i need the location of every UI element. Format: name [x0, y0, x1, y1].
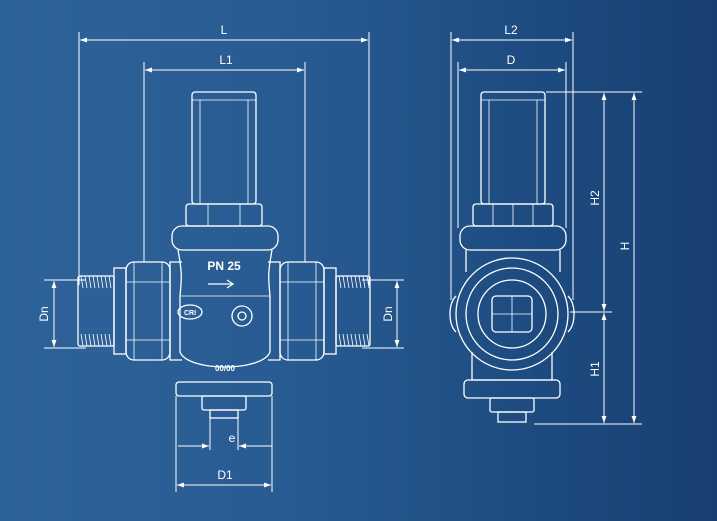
dim-label-d1: D1	[217, 468, 233, 482]
dim-label-l: L	[221, 23, 228, 37]
date-code-marking: 00/00	[215, 364, 236, 373]
dimension-d1: D1	[175, 396, 273, 492]
dim-label-h: H	[618, 242, 632, 251]
valve-side-outline	[449, 91, 575, 423]
thread-right	[338, 275, 370, 347]
dimension-h1: H1	[588, 313, 607, 423]
dim-label-e: e	[229, 431, 236, 445]
dim-label-l2: L2	[504, 23, 518, 37]
dim-label-dn-right: Dn	[381, 306, 395, 321]
dim-label-l1: L1	[219, 53, 233, 67]
dimension-h2: H2	[570, 93, 612, 313]
dimension-dn-left: Dn	[37, 279, 86, 349]
dimension-l2: L2	[450, 23, 574, 300]
dimension-l: L	[78, 23, 370, 285]
dimension-d: D	[457, 53, 567, 228]
dimension-dn-right: Dn	[362, 279, 404, 349]
side-view: L2 D H H2 H1	[449, 23, 642, 425]
dim-label-d: D	[507, 53, 516, 67]
dimension-e: e	[178, 418, 272, 450]
thread-left	[80, 275, 112, 347]
dimension-l1: L1	[143, 53, 306, 262]
brand-logo: CRI	[177, 304, 203, 320]
dim-label-dn-left: Dn	[37, 306, 51, 321]
front-view: L L1 Dn Dn	[37, 23, 404, 492]
dimension-h: H	[534, 91, 642, 425]
pressure-rating-marking: PN 25	[207, 259, 241, 273]
dim-label-h1: H1	[588, 361, 602, 377]
valve-front-outline	[77, 91, 371, 419]
svg-text:CRI: CRI	[184, 310, 196, 317]
dim-label-h2: H2	[588, 190, 602, 206]
